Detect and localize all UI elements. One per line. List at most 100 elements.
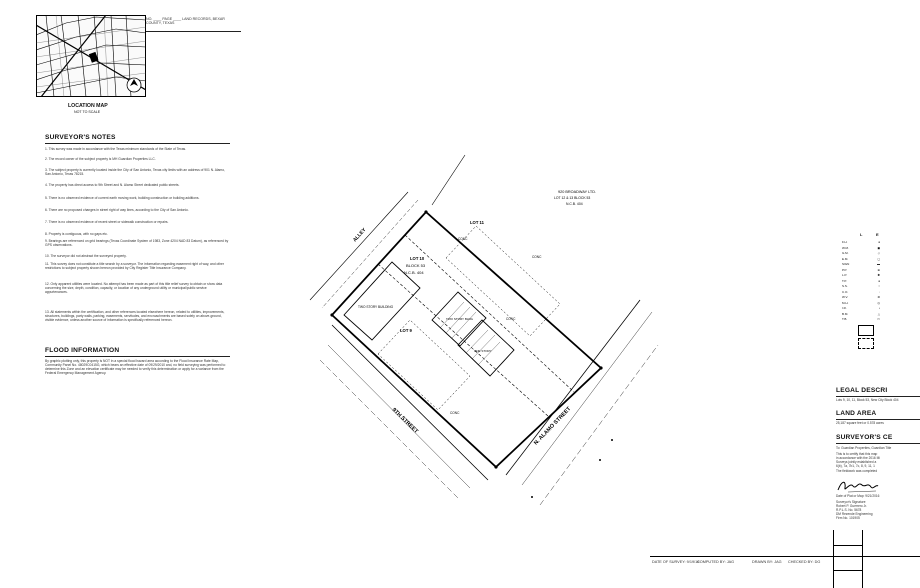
legend-row: L.P.✱ (842, 273, 880, 277)
lot-line-1 (377, 263, 549, 417)
cert-line-3: in accordance with the 2016 Mi (836, 456, 880, 460)
note-2: 2. The record owner of the subject prope… (45, 157, 156, 161)
lot-line-2 (404, 234, 575, 393)
alley-line-2 (321, 199, 419, 309)
concrete-area (377, 319, 471, 411)
legend-swatch-2 (858, 338, 874, 349)
legend-col-l: L (860, 232, 863, 237)
alamo-street-line-3 (539, 344, 659, 506)
alamo-street-line-1 (505, 299, 641, 476)
note-13: 13. All statements within the certificat… (45, 310, 225, 323)
surveyors-notes-rule (45, 143, 230, 144)
cert-rule (836, 443, 920, 444)
note-1: 1. This survey was made in accordance wi… (45, 147, 187, 151)
adjoiner-label-2: LOT 12 & 13 BLOCK 53 (554, 196, 590, 200)
ncb-label: N.C.B. 404 (404, 270, 424, 275)
legend-row: T.P.● (842, 278, 880, 283)
note-3: 3. The subject property is currently loc… (45, 168, 226, 177)
building-two-story-west-label: TWO STORY BUILDING (358, 305, 394, 309)
note-6: 6. There are no proposed changes in stre… (45, 208, 189, 212)
note-12: 12. Only apparent utilities were located… (45, 282, 223, 295)
9th-street-line-1 (331, 324, 489, 481)
legal-description-heading: LEGAL DESCRI (836, 387, 888, 394)
signer-line-2: Robert P. Guerrero Jr. (836, 504, 867, 508)
title-block-cell-rule (833, 545, 862, 546)
location-map-image (36, 15, 146, 97)
note-4: 4. The property has direct access to 9th… (45, 183, 180, 187)
cert-line-1: To: Guardian Properties, Guardian Title (836, 446, 892, 450)
note-7: 7. There is no observed evidence of rece… (45, 220, 169, 224)
computed-by: COMPUTED BY: JAG (697, 560, 735, 564)
cert-line-6: The fieldwork was completed (836, 469, 878, 473)
legend-col-e: E (876, 232, 879, 237)
parking-area (445, 225, 561, 337)
surveyor-signature-image (837, 481, 879, 493)
signer-line-3: R.P.L.S. No. 5678 (836, 508, 862, 512)
checked-by: CHECKED BY: DG (788, 560, 821, 564)
legend-swatch (858, 325, 874, 336)
legend-row: P.P.⊕ (842, 267, 880, 272)
area-label-2: CONC (532, 255, 542, 259)
location-map-subtitle: NOT TO SCALE (74, 110, 101, 114)
alamo-street-line-2 (521, 311, 653, 486)
land-area-text: 25,187 square feet or 0.578 acres (836, 421, 884, 425)
note-9: 9. Bearings are referenced on grid beari… (45, 239, 229, 248)
flood-information-heading: FLOOD INFORMATION (45, 347, 120, 354)
legend-row: M.H.◎ (842, 300, 880, 305)
legend-row: I.R.• (842, 306, 880, 310)
land-area-heading: LAND AREA (836, 410, 877, 417)
cert-line-2: This is to certify that this map (836, 452, 878, 456)
lot-11-label: LOT 11 (470, 220, 485, 225)
legend-row: C.O.◦ (842, 289, 880, 294)
legal-description-text: Lots 9, 10, 11, Block 53, New City Block… (836, 398, 899, 402)
legend-row: SIGN▬ (842, 262, 880, 266)
9th-street-line-2 (327, 344, 471, 489)
lot-10-label: LOT 10 (410, 256, 425, 261)
flood-information-text: By graphic plotting only, this property … (45, 359, 226, 376)
legend-row: B.M.△ (842, 311, 880, 316)
legend-row: E.M.◻ (842, 256, 880, 261)
title-block-vertical-rule-2 (862, 530, 863, 588)
note-10: 10. The surveyor did not abstract the su… (45, 254, 127, 258)
lot-9-label: LOT 9 (400, 328, 413, 333)
9th-street-label: 9TH STREET (391, 407, 420, 435)
9th-street-line-3 (319, 359, 461, 501)
date-of-plat: Date of Plat or Map: 9/21/2016 (836, 494, 880, 498)
adjoiner-label-1: 920 BROADWAY LTD. (558, 190, 596, 194)
date-of-survey: DATE OF SURVEY: 9/19/16 (652, 560, 700, 564)
block-label: BLOCK 53 (406, 263, 426, 268)
note-11: 11. This survey does not constitute a ti… (45, 262, 224, 271)
legend-row: G.M.◇ (842, 251, 880, 255)
title-block-top-rule (650, 556, 920, 557)
legend-row: W.V.⊗ (842, 295, 880, 299)
legend-row: S.S.○ (842, 284, 880, 288)
location-map-header-text: NO. ____ PAGE ____ LAND RECORDS, BEXAR C… (146, 17, 225, 25)
cert-line-4: Surveys jointly established a (836, 460, 877, 464)
adjoiner-boundary-line (431, 154, 466, 206)
building-one-story-label: ONE STORY (474, 349, 492, 353)
building-one-story (457, 319, 515, 377)
alley-label: ALLEY (352, 227, 368, 244)
note-5: 5. There is no observed evidence of curr… (45, 196, 200, 200)
survey-plat-drawing: ALLEY 9TH STREET N. ALAMO STREET LOT 11 … (309, 154, 659, 506)
building-two-story-center-label: TWO STORY BLDG (446, 317, 474, 321)
area-label-1: CONC (458, 237, 468, 241)
building-two-story-center (431, 291, 487, 347)
flood-information-rule (45, 356, 230, 357)
area-label-4: CONC (450, 411, 460, 415)
signer-line-4: DM Rezende Engineering (836, 512, 873, 516)
alley-line (309, 191, 409, 301)
land-area-rule (836, 419, 920, 420)
surveyors-certificate-heading: SURVEYOR'S CE (836, 434, 893, 441)
surveyors-notes-heading: SURVEYOR'S NOTES (45, 134, 116, 141)
location-map-title: LOCATION MAP (68, 103, 108, 109)
signer-line-5: Firm No. 101905 (836, 516, 860, 520)
legal-rule (836, 396, 920, 397)
location-map-header-rule (146, 31, 241, 32)
cert-line-5: 6(b), 7a, 7b1, 7c, 8, 9, 11, 1 (836, 464, 875, 468)
building-two-story-west (343, 261, 421, 341)
legend-rows: F.H.● W.M.◼ G.M.◇ E.M.◻ SIGN▬ P.P.⊕ L.P.… (842, 240, 880, 323)
legend-row: F.H.● (842, 240, 880, 244)
legend-row: T.B.▭ (842, 317, 880, 321)
note-8: 8. Property is contiguous, with no gaps … (45, 232, 108, 236)
